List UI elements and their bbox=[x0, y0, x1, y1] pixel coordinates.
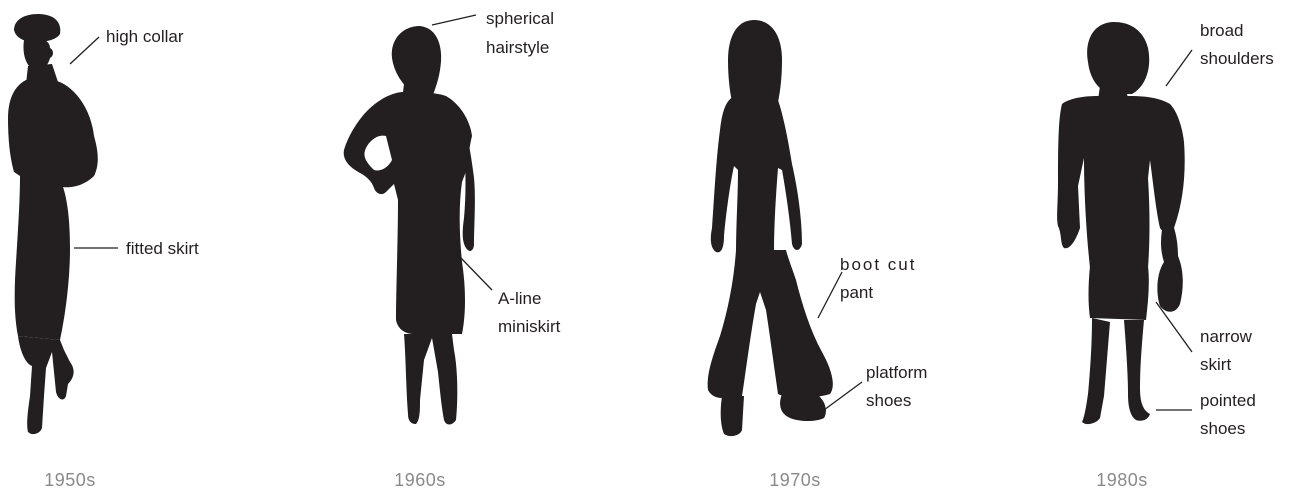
leader-spherical-hairstyle bbox=[432, 15, 476, 25]
era-1960s: spherical hairstyle A-line miniskirt 196… bbox=[344, 9, 561, 490]
label-pointed-shoes: pointed bbox=[1200, 391, 1256, 410]
label-platform-shoes: platform bbox=[866, 363, 927, 382]
pants-1970s bbox=[708, 250, 833, 398]
silhouette-1950s bbox=[8, 14, 98, 434]
label-narrow-skirt-line2: skirt bbox=[1200, 355, 1231, 374]
label-boot-cut-pant-line2: pant bbox=[840, 283, 873, 302]
head-1980s bbox=[1087, 22, 1149, 94]
era-1980s: broad shoulders narrow skirt pointed sho… bbox=[1057, 21, 1274, 490]
label-spherical-hairstyle-line2: hairstyle bbox=[486, 38, 549, 57]
legs-1980s bbox=[1082, 318, 1150, 424]
hat-1950s bbox=[14, 14, 60, 42]
label-a-line-miniskirt-line2: miniskirt bbox=[498, 317, 561, 336]
label-narrow-skirt: narrow bbox=[1200, 327, 1253, 346]
silhouette-1980s bbox=[1057, 22, 1185, 424]
decade-label-1970s: 1970s bbox=[769, 470, 821, 490]
dress-1960s bbox=[344, 92, 472, 334]
skirt-1980s bbox=[1089, 266, 1149, 320]
leader-boot-cut-pant bbox=[818, 272, 842, 318]
decade-label-1960s: 1960s bbox=[394, 470, 446, 490]
silhouette-1960s bbox=[344, 26, 475, 425]
label-high-collar: high collar bbox=[106, 27, 184, 46]
shoes-1970s bbox=[721, 394, 826, 436]
torso-1970s bbox=[711, 94, 802, 252]
leader-high-collar bbox=[70, 37, 99, 64]
legs-1960s bbox=[404, 334, 457, 425]
decade-label-1950s: 1950s bbox=[44, 470, 96, 490]
silhouette-1970s bbox=[708, 20, 833, 436]
legs-1950s bbox=[18, 336, 74, 434]
era-1950s: high collar fitted skirt 1950s bbox=[8, 14, 199, 490]
decade-label-1980s: 1980s bbox=[1096, 470, 1148, 490]
label-a-line-miniskirt: A-line bbox=[498, 289, 541, 308]
handbag-1980s bbox=[1157, 220, 1182, 312]
label-fitted-skirt: fitted skirt bbox=[126, 239, 199, 258]
cape-1950s bbox=[8, 80, 98, 188]
label-spherical-hairstyle: spherical bbox=[486, 9, 554, 28]
label-broad-shoulders-line2: shoulders bbox=[1200, 49, 1274, 68]
label-platform-shoes-line2: shoes bbox=[866, 391, 911, 410]
label-broad-shoulders: broad bbox=[1200, 21, 1243, 40]
label-pointed-shoes-line2: shoes bbox=[1200, 419, 1245, 438]
leader-broad-shoulders bbox=[1166, 50, 1192, 86]
label-boot-cut-pant: boot cut bbox=[840, 255, 917, 274]
skirt-1950s bbox=[15, 176, 70, 340]
era-1970s: boot cut pant platform shoes 1970s bbox=[708, 20, 928, 490]
